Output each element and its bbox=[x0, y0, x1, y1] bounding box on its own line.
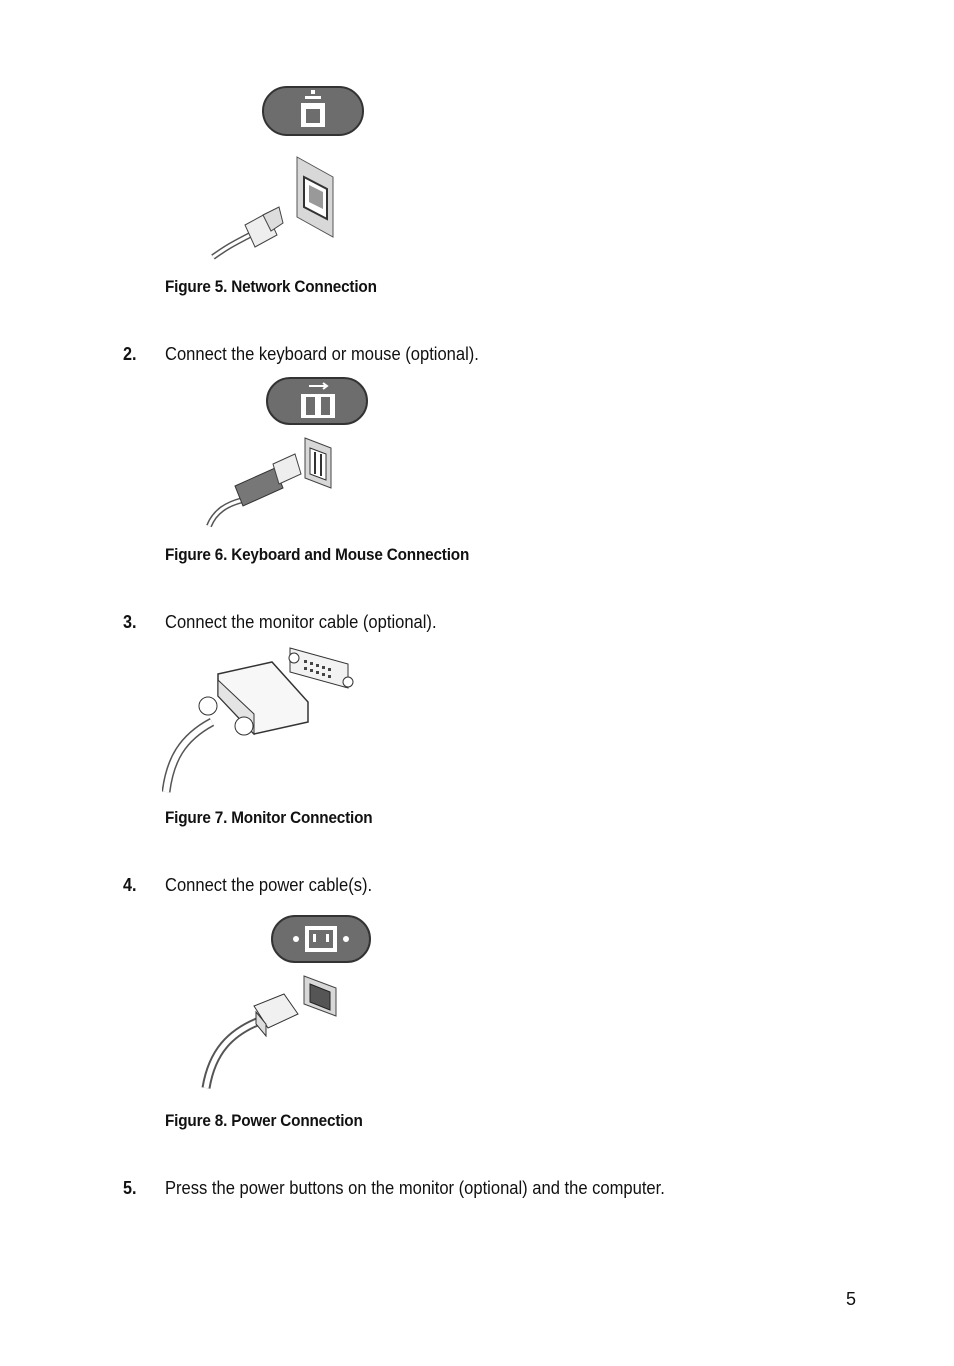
figure-caption: Figure 7. Monitor Connection bbox=[165, 808, 373, 827]
figure-caption: Figure 6. Keyboard and Mouse Connection bbox=[165, 545, 470, 564]
usb-connection-illustration bbox=[205, 376, 375, 531]
page-number: 5 bbox=[846, 1289, 857, 1309]
network-port-icon bbox=[262, 86, 364, 136]
monitor-connection-illustration bbox=[162, 640, 362, 800]
step-number: 2. bbox=[123, 344, 137, 364]
power-connection-illustration bbox=[200, 912, 380, 1092]
step-number: 3. bbox=[123, 612, 137, 632]
step-text: Press the power buttons on the monitor (… bbox=[165, 1178, 665, 1198]
step-text: Connect the power cable(s). bbox=[165, 875, 373, 895]
network-connection-illustration bbox=[205, 85, 375, 265]
figure-caption: Figure 8. Power Connection bbox=[165, 1111, 363, 1130]
usb-port-icon bbox=[266, 377, 368, 425]
power-port-icon bbox=[271, 915, 371, 963]
step-number: 5. bbox=[123, 1178, 137, 1198]
step-text: Connect the keyboard or mouse (optional)… bbox=[165, 344, 479, 364]
step-number: 4. bbox=[123, 875, 137, 895]
figure-caption: Figure 5. Network Connection bbox=[165, 277, 377, 296]
step-text: Connect the monitor cable (optional). bbox=[165, 612, 437, 632]
dvi-connector-icon bbox=[288, 647, 354, 689]
